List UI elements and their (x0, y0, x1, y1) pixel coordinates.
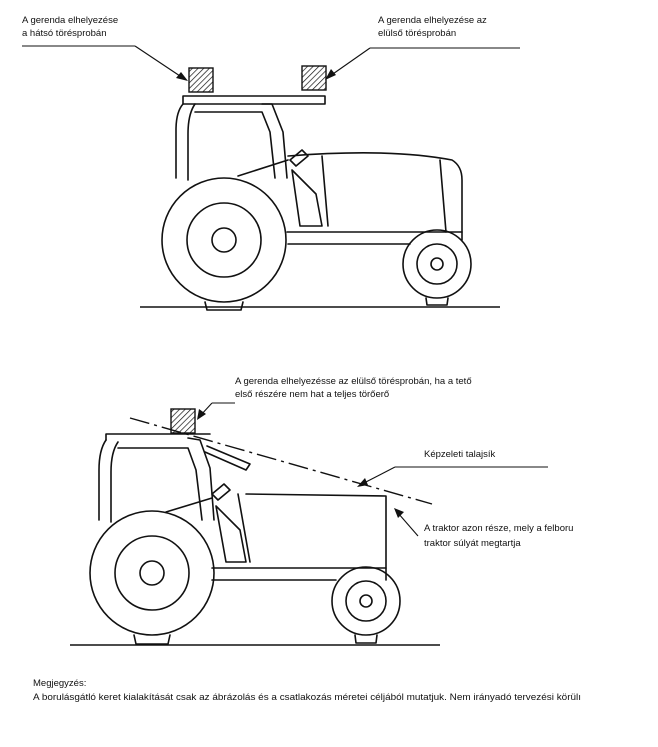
top-rear-wheel (161, 177, 287, 311)
rear-beam-block (188, 67, 214, 93)
note-heading: Megjegyzés: (33, 678, 86, 689)
support-arrow (394, 508, 419, 537)
note-block: Megjegyzés: A borulásgátló keret kialakí… (33, 678, 581, 703)
bottom-rops-frame (98, 433, 251, 563)
ground-plane-label: Képzeleti talajsík (424, 449, 496, 460)
bottom-rear-wheel (89, 510, 215, 645)
top-diagram: A gerenda elhelyezése a hátsó törésprobá… (22, 15, 520, 311)
front-beam-block (301, 65, 327, 91)
support-label-line2: traktor súlyát megtartja (424, 538, 521, 549)
note-text: A borulásgátló keret kialakítását csak a… (33, 692, 581, 703)
bottom-beam-label-line2: első részére nem hat a teljes törőerő (235, 389, 389, 400)
rear-beam-label-line2: a hátsó törésprobán (22, 28, 107, 39)
bottom-beam-block (170, 408, 196, 434)
rear-beam-label-line1: A gerenda elhelyezése (22, 15, 118, 26)
bottom-beam-label-line1: A gerenda elhelyezésse az elülső töréspr… (235, 376, 472, 387)
front-beam-arrow (325, 47, 520, 80)
imaginary-ground-plane (129, 417, 433, 505)
bottom-front-wheel (331, 566, 401, 644)
top-front-wheel (402, 229, 472, 306)
bottom-diagram: A gerenda elhelyezésse az elülső töréspr… (70, 376, 573, 646)
bottom-tractor-body (165, 493, 387, 581)
top-tractor-body (237, 152, 463, 245)
front-beam-label-line1: A gerenda elhelyezése az (378, 15, 487, 26)
ground-plane-arrow (357, 466, 548, 487)
support-label-line1: A traktor azon része, mely a felboru (424, 523, 573, 534)
bottom-beam-arrow (197, 402, 235, 420)
front-beam-label-line2: elülső törésprobán (378, 28, 456, 39)
rear-beam-arrow (22, 45, 188, 81)
top-rops-frame (175, 95, 326, 227)
